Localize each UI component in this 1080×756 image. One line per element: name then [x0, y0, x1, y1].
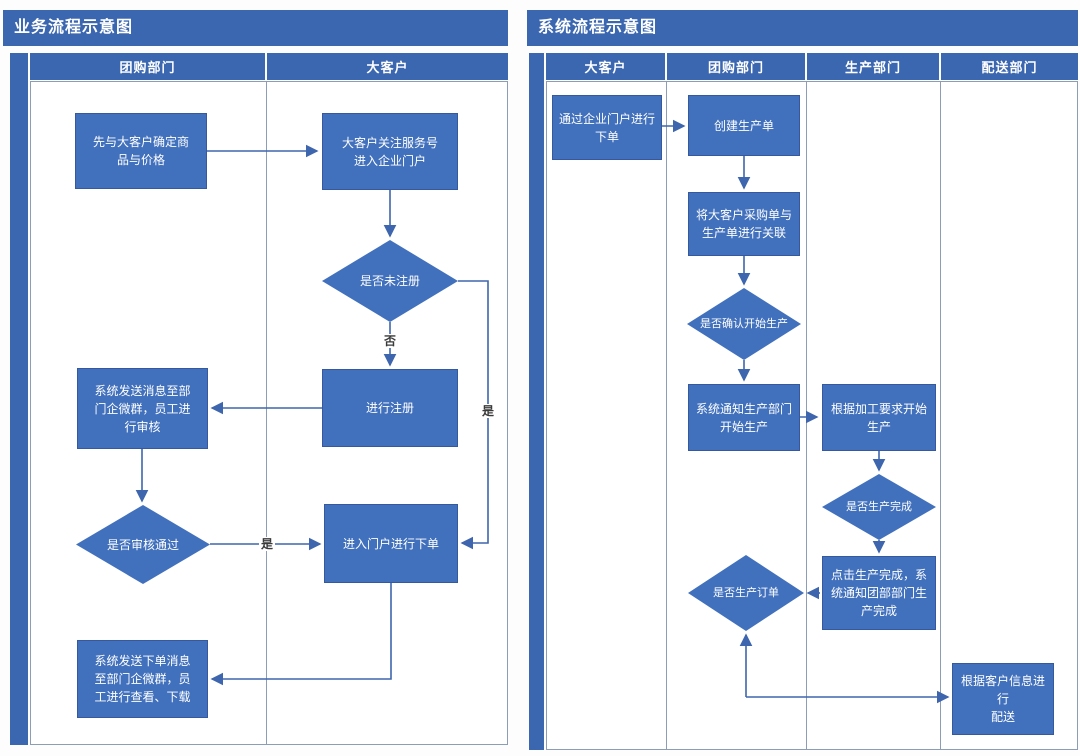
- flow-node-confirm-product-price: 先与大客户确定商 品与价格: [75, 113, 207, 189]
- node-text: 创建生产单: [713, 118, 774, 133]
- node-text: 进入门户进行下单: [342, 536, 439, 551]
- node-text: 先与大客户确定商 品与价格: [92, 135, 189, 167]
- node-text: 进行注册: [365, 401, 414, 415]
- lane-header-shengchan: 生产部门: [807, 53, 939, 80]
- node-text: 根据客户信息进行 配送: [960, 674, 1045, 724]
- flow-node-start-production: 根据加工要求开始 生产: [822, 384, 936, 451]
- node-text: 是否审核通过: [106, 537, 179, 552]
- node-text: 大客户关注服务号 进入企业门户: [341, 135, 438, 168]
- node-text: 系统发送下单消息 至部门企微群，员 工进行查看、下载: [94, 654, 191, 704]
- right-lane-divider-1: [666, 81, 667, 750]
- edge-order-to-notify-order: [210, 583, 392, 686]
- node-text: 是否未注册: [359, 274, 420, 288]
- lane-header-label: 团购部门: [119, 60, 176, 75]
- left-lane-divider: [266, 81, 267, 745]
- lane-header-tuangou-2: 团购部门: [667, 53, 805, 80]
- flow-node-place-order-portal: 通过企业门户进行 下单: [552, 95, 662, 160]
- edge-label-yes-review-passed: 是: [258, 537, 276, 551]
- right-lane-divider-3: [940, 81, 941, 750]
- left-panel-side-strip: [10, 53, 28, 745]
- lane-header-label: 团购部门: [707, 60, 764, 75]
- flow-node-portal-place-order: 进入门户进行下单: [324, 504, 458, 583]
- edge-label-yes-skip-register: 是: [479, 404, 497, 418]
- flow-node-notify-production-dept: 系统通知生产部门 开始生产: [688, 384, 800, 451]
- node-text: 点击生产完成，系 统通知团部部门生 产完成: [830, 568, 927, 618]
- flow-node-follow-service-portal: 大客户关注服务号 进入企业门户: [322, 113, 458, 190]
- lane-header-peisong: 配送部门: [941, 53, 1078, 80]
- decision-production-order: 是否生产订单: [688, 555, 804, 631]
- flow-node-register: 进行注册: [322, 369, 458, 447]
- node-text: 是否确认开始生产: [700, 317, 788, 330]
- node-text: 通过企业门户进行 下单: [558, 111, 655, 144]
- node-text: 是否生产订单: [713, 586, 779, 599]
- flow-node-create-production-order: 创建生产单: [688, 95, 800, 156]
- node-text: 系统发送消息至部 门企微群，员工进 行审核: [94, 383, 191, 434]
- lane-header-dakehu-2: 大客户: [546, 53, 665, 80]
- right-panel-title: 系统流程示意图: [527, 10, 1078, 46]
- node-text: 系统通知生产部门 开始生产: [695, 401, 792, 434]
- lane-header-label: 生产部门: [844, 60, 901, 75]
- flow-node-notify-order-message: 系统发送下单消息 至部门企微群，员 工进行查看、下载: [77, 640, 208, 718]
- node-text: 是否生产完成: [846, 500, 912, 513]
- edge-label-no: 否: [381, 334, 399, 348]
- flow-node-click-production-complete: 点击生产完成，系 统通知团部部门生 产完成: [822, 556, 936, 630]
- decision-confirm-start-production: 是否确认开始生产: [687, 288, 801, 360]
- lane-header-label: 大客户: [584, 60, 627, 75]
- right-panel-side-strip: [529, 53, 544, 750]
- decision-review-passed: 是否审核通过: [76, 505, 210, 584]
- decision-production-complete: 是否生产完成: [822, 474, 936, 540]
- decision-unregistered: 是否未注册: [322, 240, 458, 322]
- lane-header-dakehu: 大客户: [267, 53, 508, 80]
- flow-node-deliver-by-customer-info: 根据客户信息进行 配送: [952, 663, 1054, 735]
- flow-node-notify-review: 系统发送消息至部 门企微群，员工进 行审核: [77, 368, 208, 449]
- node-text: 根据加工要求开始 生产: [830, 401, 927, 434]
- left-panel-title: 业务流程示意图: [3, 10, 508, 46]
- lane-header-label: 大客户: [366, 60, 409, 75]
- node-text: 将大客户采购单与 生产单进行关联: [695, 208, 792, 240]
- flow-node-link-purchase-production: 将大客户采购单与 生产单进行关联: [688, 192, 800, 256]
- lane-header-label: 配送部门: [981, 60, 1038, 75]
- lane-header-tuangou: 团购部门: [30, 53, 265, 80]
